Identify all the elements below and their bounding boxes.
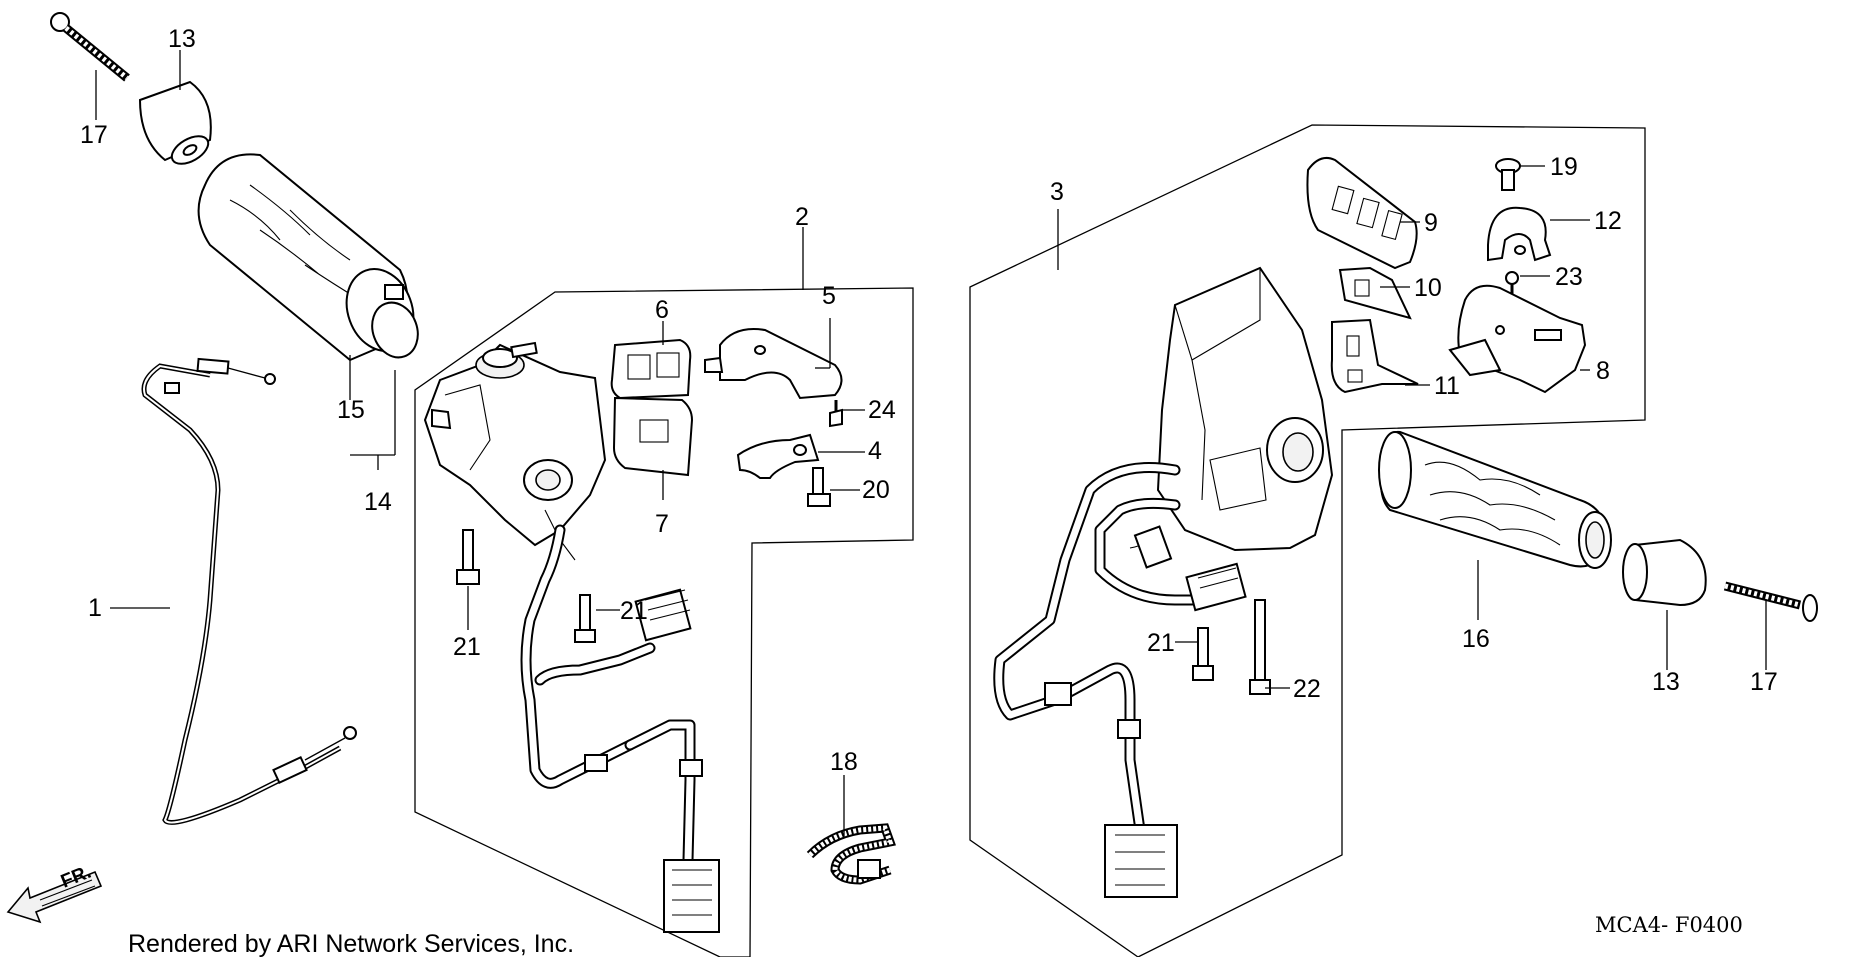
leader-lines	[95, 50, 1767, 838]
lower-clamp-4	[736, 433, 820, 479]
callout-17-right: 17	[1750, 668, 1778, 696]
left-wiring-harness	[520, 524, 720, 933]
right-switch-housing-3	[1156, 266, 1334, 552]
drawing-code: MCA4- F0400	[1595, 913, 1743, 937]
right-wiring-harness	[993, 462, 1247, 898]
callout-21-a: 21	[453, 633, 481, 661]
switch-cover-6	[610, 338, 692, 400]
callout-6: 6	[655, 296, 669, 324]
credit-text: Rendered by ARI Network Services, Inc.	[128, 930, 574, 957]
left-bar-end-weight-13	[138, 80, 212, 165]
switch-unit-8	[1448, 284, 1587, 394]
right-handle-grip-16	[1378, 430, 1612, 569]
callout-15: 15	[337, 396, 365, 424]
switch-cover-9	[1306, 157, 1418, 270]
callout-17-left: 17	[80, 121, 108, 149]
callout-4: 4	[868, 437, 882, 465]
switch-plate-10	[1338, 266, 1412, 320]
screw-24	[829, 400, 843, 428]
callout-18: 18	[830, 748, 858, 776]
callout-19: 19	[1550, 153, 1578, 181]
callout-11: 11	[1434, 372, 1460, 400]
screw-19	[1495, 158, 1521, 191]
throttle-cable-1	[141, 357, 357, 825]
assembly-outline-2	[414, 287, 914, 957]
callout-16: 16	[1462, 625, 1490, 653]
wire-band-18	[806, 823, 896, 885]
callout-3: 3	[1050, 178, 1064, 206]
left-handle-grip-15	[197, 153, 419, 362]
callout-10: 10	[1414, 274, 1442, 302]
callout-9: 9	[1424, 209, 1438, 237]
right-screw-17	[1723, 581, 1818, 622]
callout-7: 7	[655, 510, 669, 538]
callout-14: 14	[364, 488, 392, 516]
left-screw-17	[50, 12, 130, 82]
callout-5: 5	[822, 282, 836, 310]
bolt-21-right	[1192, 627, 1214, 681]
right-bar-end-weight-13	[1622, 538, 1707, 607]
left-switch-housing-2	[423, 341, 607, 561]
callout-8: 8	[1596, 357, 1610, 385]
switch-plate-11	[1330, 318, 1419, 394]
bolt-21-left-a	[456, 529, 480, 585]
callout-21-b: 21	[620, 597, 648, 625]
callout-2: 2	[795, 203, 809, 231]
callout-24: 24	[868, 396, 896, 424]
switch-cover-7	[612, 396, 694, 477]
callout-23: 23	[1555, 263, 1583, 291]
callout-1: 1	[88, 594, 102, 622]
callout-21-c: 21	[1147, 629, 1175, 657]
callout-13-right: 13	[1652, 668, 1680, 696]
callout-labels: 13 17 15 14 1 2 3 6 5 24 4 20 7 21 21 18…	[80, 25, 1778, 776]
bolt-21-left-b	[574, 594, 596, 643]
assembly-outline-3	[969, 124, 1646, 957]
front-direction-arrow	[6, 870, 103, 924]
callout-22: 22	[1293, 675, 1321, 703]
callout-20: 20	[862, 476, 890, 504]
upper-clamp-5	[704, 328, 843, 400]
bolt-20	[807, 467, 831, 507]
callout-13-left: 13	[168, 25, 196, 53]
callout-12: 12	[1594, 207, 1622, 235]
clamp-12	[1487, 206, 1552, 262]
bolt-22	[1249, 599, 1271, 695]
